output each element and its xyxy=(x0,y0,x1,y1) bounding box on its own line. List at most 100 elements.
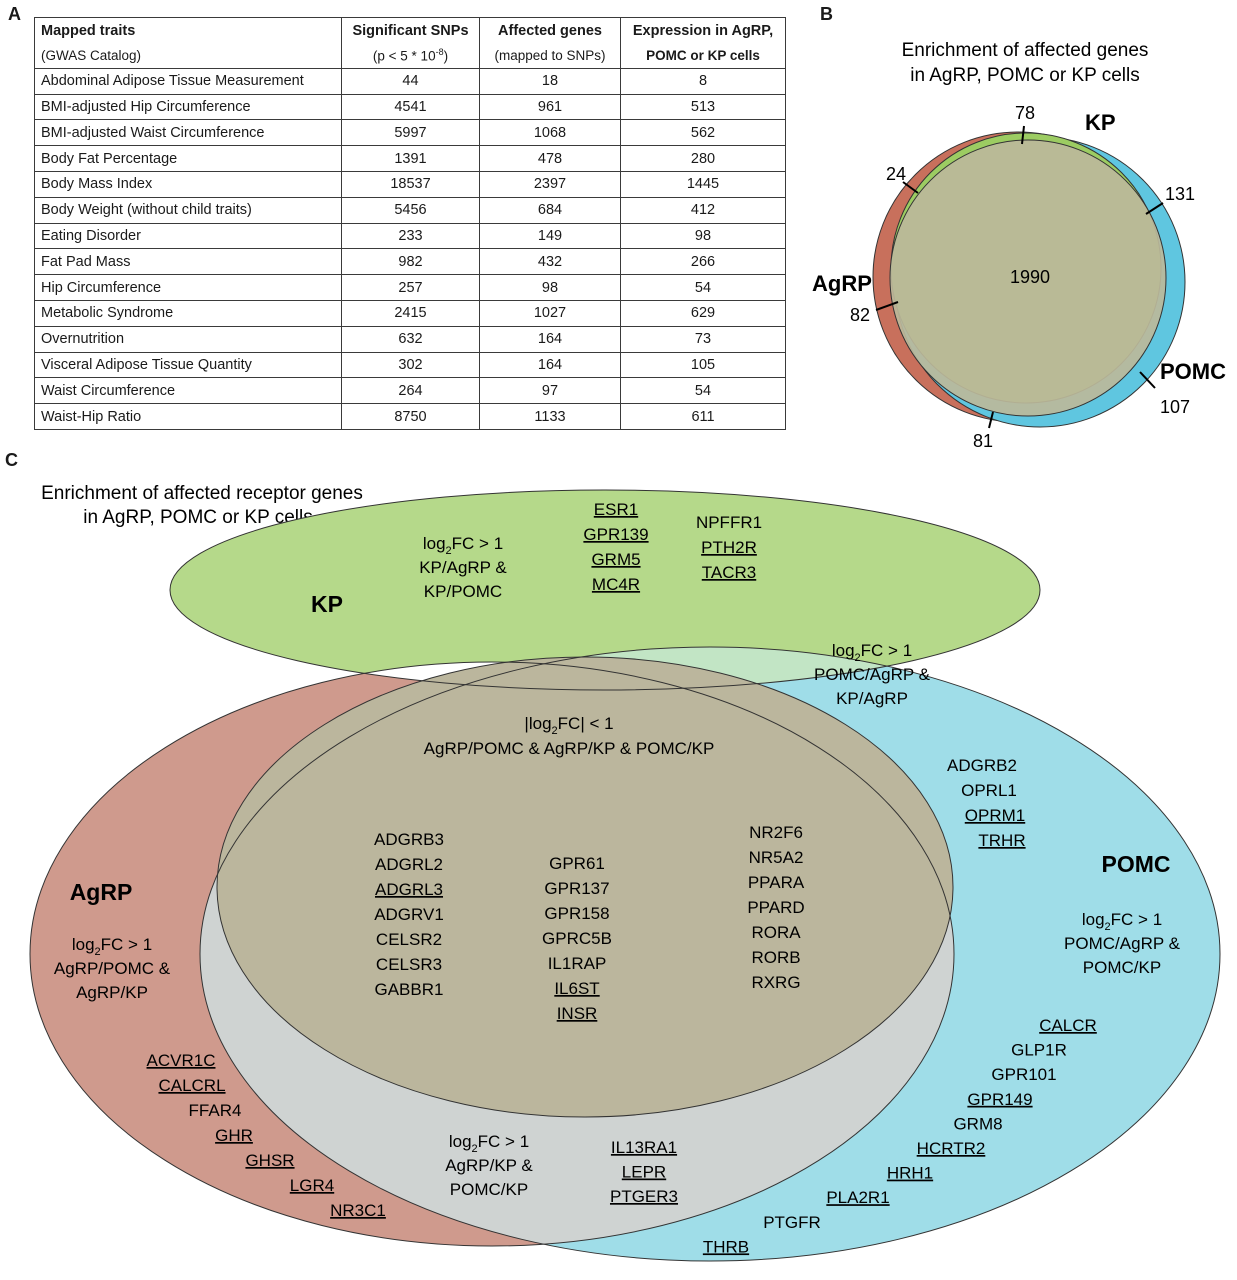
gene-label-il13ra1: IL13RA1 xyxy=(611,1138,677,1157)
gene-label-glp1r: GLP1R xyxy=(1011,1041,1067,1060)
gene-label-npffr1: NPFFR1 xyxy=(696,513,762,532)
gene-label-thrb: THRB xyxy=(703,1237,749,1256)
trait-name-cell: BMI-adjusted Waist Circumference xyxy=(34,119,342,147)
header-mapped-traits: Mapped traits xyxy=(34,17,342,43)
trait-name-cell: Body Mass Index xyxy=(34,170,342,198)
gene-label-gpr139: GPR139 xyxy=(583,525,648,544)
trait-name-cell: Waist Circumference xyxy=(34,377,342,405)
venn-c-pomc-note-line: POMC/KP xyxy=(1083,958,1161,977)
venn-b-title-line1: Enrichment of affected genes xyxy=(902,40,1149,61)
gene-label-ghr: GHR xyxy=(215,1126,253,1145)
gene-label-celsr2: CELSR2 xyxy=(376,930,442,949)
value-cell: 432 xyxy=(479,248,621,276)
value-cell: 562 xyxy=(620,119,786,147)
gene-label-calcr: CALCR xyxy=(1039,1016,1097,1035)
gene-label-gpr61: GPR61 xyxy=(549,854,605,873)
gene-label-nr2f6: NR2F6 xyxy=(749,823,803,842)
value-cell: 684 xyxy=(479,196,621,224)
venn-c-agrp-pomc-note-line: POMC/KP xyxy=(450,1180,528,1199)
venn-b-pomc-only-count: 107 xyxy=(1160,397,1190,417)
panel-b-label: B xyxy=(820,4,833,24)
gene-label-gprc5b: GPRC5B xyxy=(542,929,612,948)
trait-name-cell: Waist-Hip Ratio xyxy=(34,403,342,430)
value-cell: 73 xyxy=(620,325,786,353)
value-cell: 8750 xyxy=(341,403,480,430)
gene-label-trhr: TRHR xyxy=(978,831,1025,850)
venn-c-agrp-note-line: AgRP/POMC & xyxy=(54,959,171,978)
value-cell: 233 xyxy=(341,222,480,250)
gene-label-grm5: GRM5 xyxy=(591,550,640,569)
venn-b-agrp-pomc-count: 81 xyxy=(973,431,993,451)
value-cell: 257 xyxy=(341,274,480,301)
trait-name-cell: Visceral Adipose Tissue Quantity xyxy=(34,351,342,379)
venn-c-kp-pomc-note-line: log2FC > 1 xyxy=(832,641,912,664)
venn-c-agrp-note-line: log2FC > 1 xyxy=(72,935,152,958)
value-cell: 513 xyxy=(620,93,786,121)
gene-label-insr: INSR xyxy=(557,1004,598,1023)
gene-label-calcrl: CALCRL xyxy=(158,1076,225,1095)
subheader-gwas-catalog: (GWAS Catalog) xyxy=(34,43,342,69)
gene-label-rxrg: RXRG xyxy=(751,973,800,992)
venn-c-agrp-pomc-note-line: log2FC > 1 xyxy=(449,1132,529,1155)
gene-label-lgr4: LGR4 xyxy=(290,1176,334,1195)
venn-c-center-region xyxy=(217,657,953,1117)
value-cell: 98 xyxy=(479,274,621,301)
gene-label-gpr101: GPR101 xyxy=(991,1065,1056,1084)
venn-b-title-line2: in AgRP, POMC or KP cells xyxy=(910,65,1140,86)
value-cell: 164 xyxy=(479,351,621,379)
venn-c-kp-region xyxy=(170,490,1040,690)
value-cell: 1391 xyxy=(341,145,480,172)
value-cell: 1027 xyxy=(479,299,621,327)
venn-b-kp-pomc-count: 131 xyxy=(1165,184,1195,204)
value-cell: 1068 xyxy=(479,119,621,147)
gene-label-ptgfr: PTGFR xyxy=(763,1213,821,1232)
header-expression: Expression in AgRP, xyxy=(620,17,786,43)
trait-name-cell: Eating Disorder xyxy=(34,222,342,250)
venn-c-kp-pomc-note-line: POMC/AgRP & xyxy=(814,665,931,684)
venn-c-center-note-line: AgRP/POMC & AgRP/KP & POMC/KP xyxy=(424,739,715,758)
header-affected-genes: Affected genes xyxy=(479,17,621,43)
gene-label-ffar4: FFAR4 xyxy=(189,1101,242,1120)
gene-label-ghsr: GHSR xyxy=(245,1151,294,1170)
venn-b-center xyxy=(889,139,1167,417)
gene-label-adgrv1: ADGRV1 xyxy=(374,905,444,924)
value-cell: 44 xyxy=(341,67,480,95)
value-cell: 4541 xyxy=(341,93,480,121)
venn-c-center-note-line: |log2FC| < 1 xyxy=(524,714,613,737)
gene-label-gabbr1: GABBR1 xyxy=(375,980,444,999)
gene-label-hrh1: HRH1 xyxy=(887,1164,933,1183)
subheader-cell-types: POMC or KP cells xyxy=(620,43,786,69)
gene-label-adgrl2: ADGRL2 xyxy=(375,855,443,874)
gwas-traits-table: Mapped traits Significant SNPs Affected … xyxy=(34,17,786,430)
gene-label-esr1: ESR1 xyxy=(594,500,638,519)
panel-a-label: A xyxy=(8,4,21,24)
gene-label-pla2r1: PLA2R1 xyxy=(826,1188,889,1207)
gene-label-mc4r: MC4R xyxy=(592,575,640,594)
value-cell: 266 xyxy=(620,248,786,276)
subheader-pvalue: (p < 5 * 10-8) xyxy=(341,43,480,69)
venn-c-pomc-note-line: POMC/AgRP & xyxy=(1064,934,1181,953)
venn-c-kp-label: KP xyxy=(311,591,343,617)
gene-label-nr3c1: NR3C1 xyxy=(330,1201,386,1220)
gene-label-il1rap: IL1RAP xyxy=(548,954,607,973)
venn-c-agrp-label: AgRP xyxy=(70,879,133,905)
venn-b-agrp-only-count: 82 xyxy=(850,305,870,325)
venn-c-kp-note-line: KP/POMC xyxy=(424,582,502,601)
venn-b-agrp-kp-count: 24 xyxy=(886,164,906,184)
gene-label-nr5a2: NR5A2 xyxy=(749,848,804,867)
venn-c-pomc-label: POMC xyxy=(1102,851,1171,877)
gene-label-gpr158: GPR158 xyxy=(544,904,609,923)
venn-c-agrp-pomc-note-line: AgRP/KP & xyxy=(445,1156,533,1175)
venn-b-center-count: 1990 xyxy=(1010,267,1050,287)
